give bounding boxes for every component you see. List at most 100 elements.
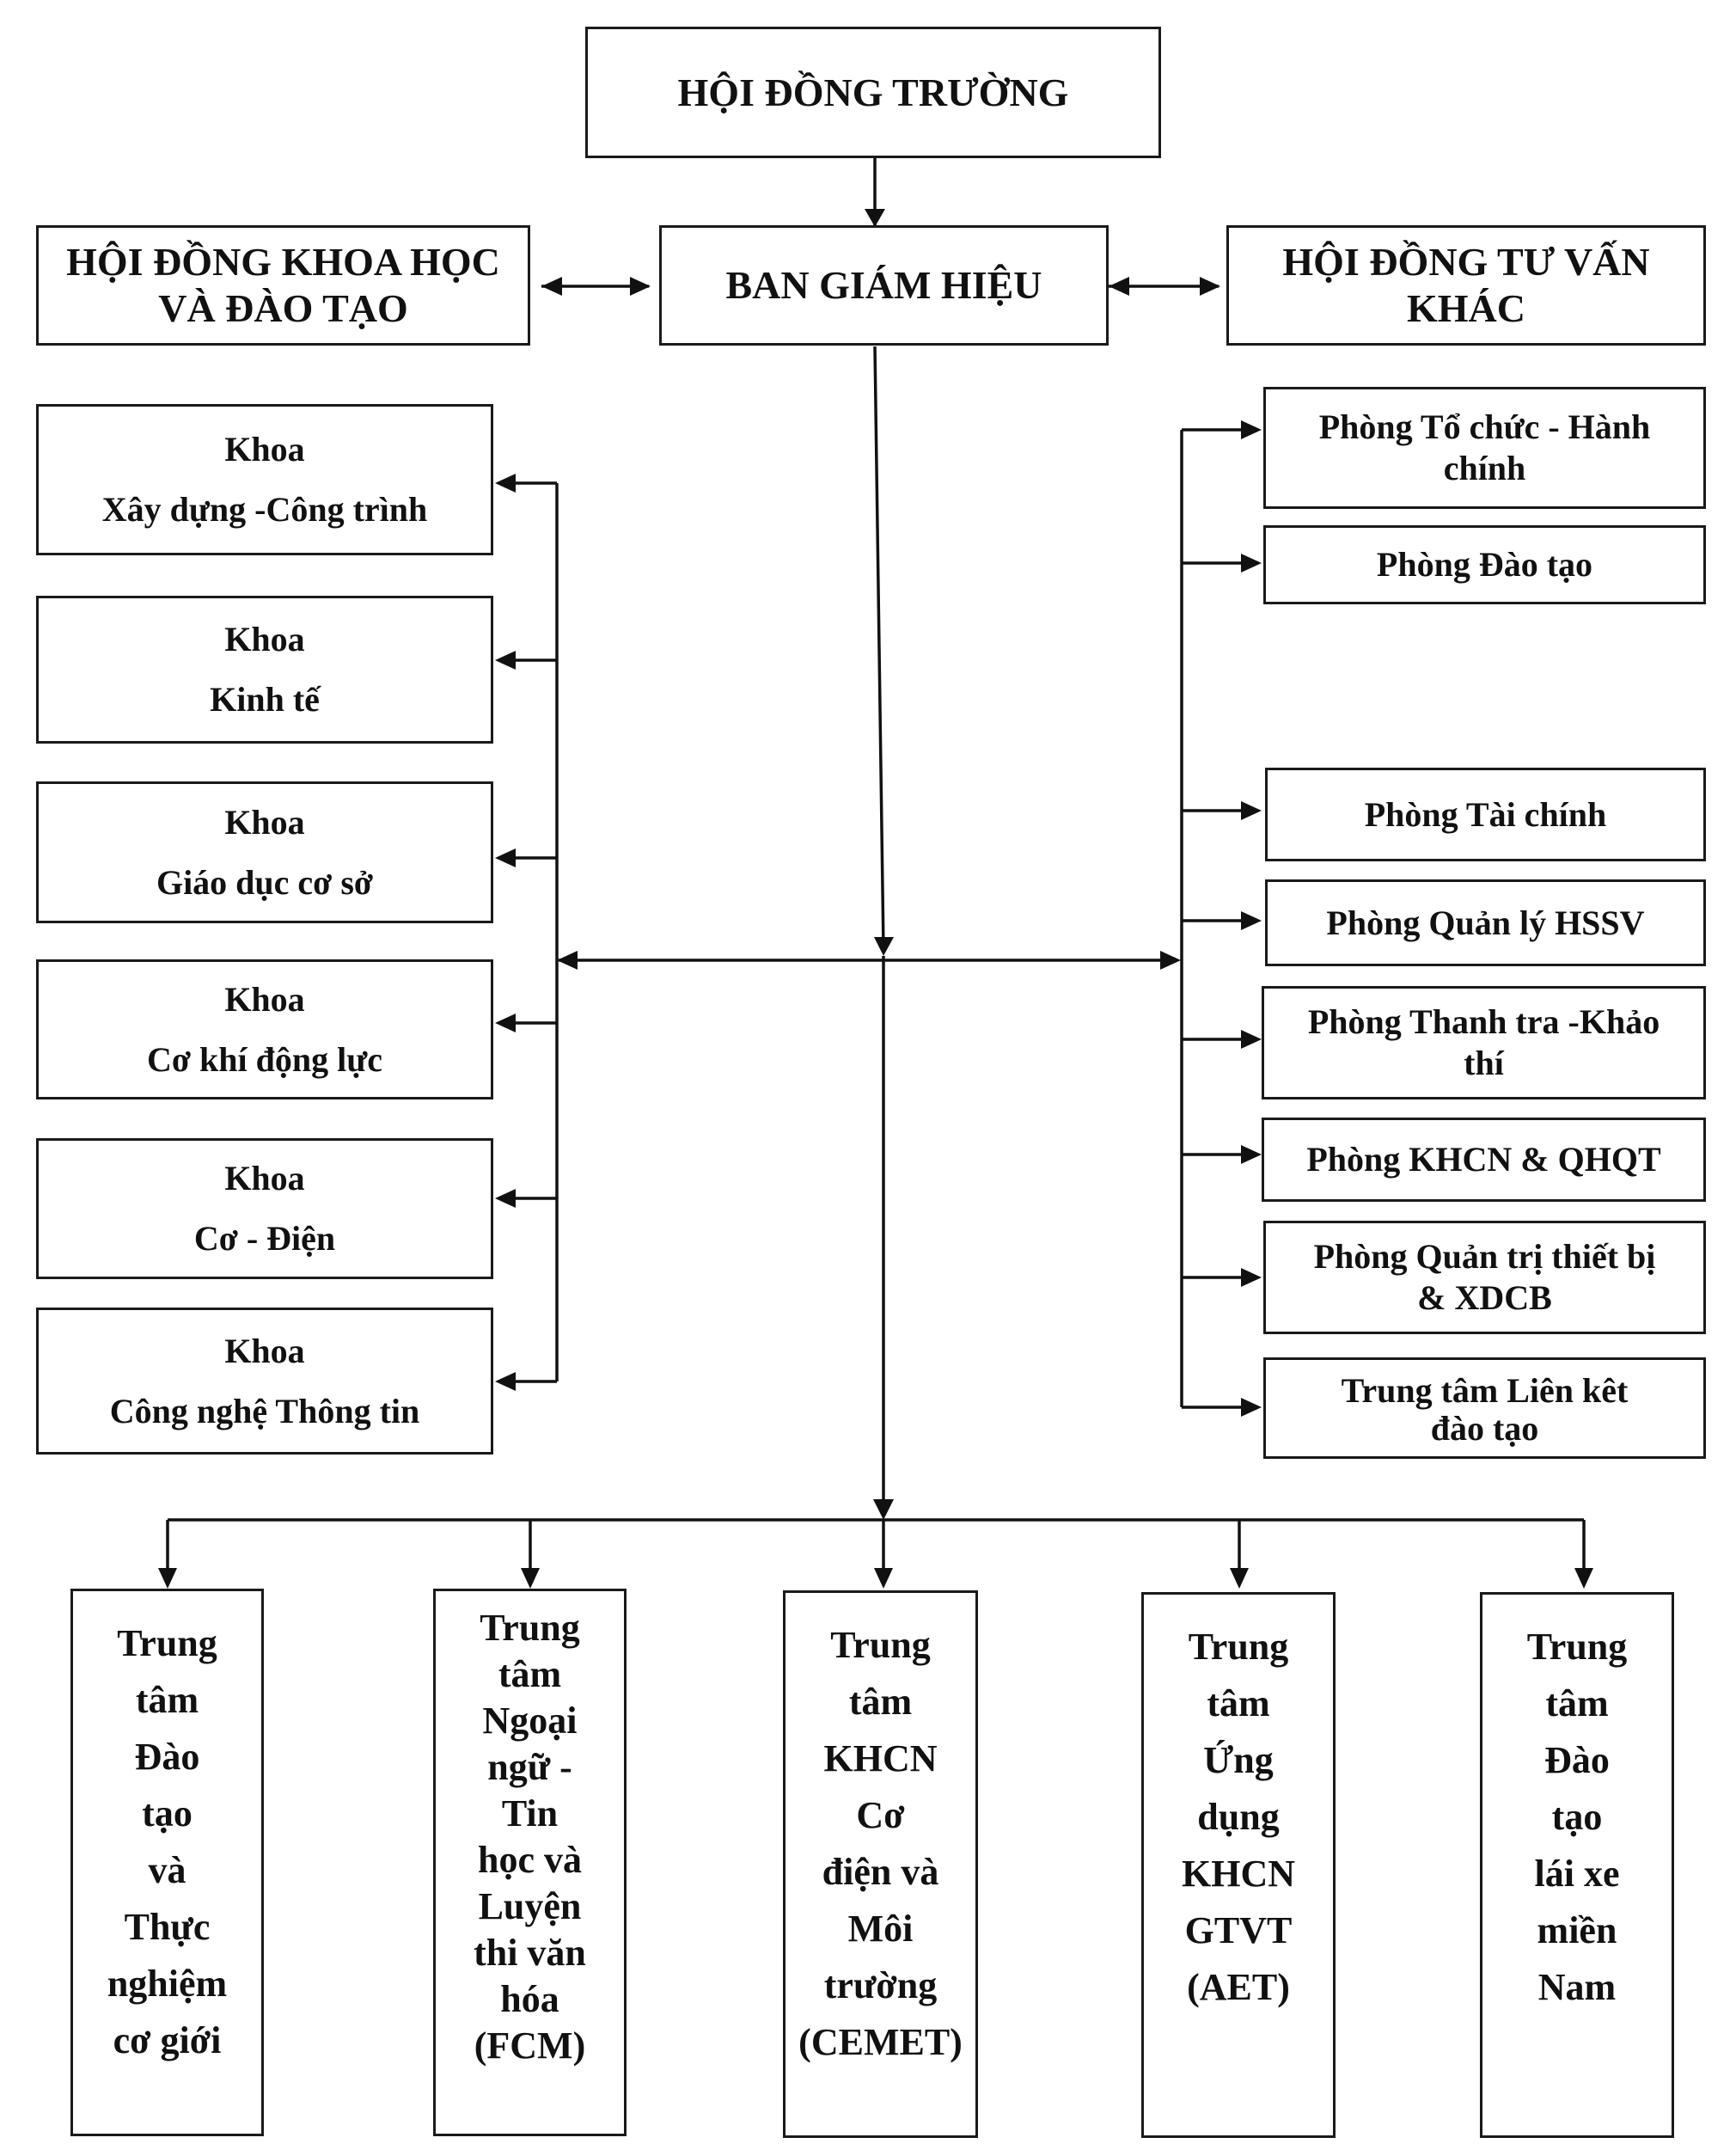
box-line: (CEMET): [798, 2021, 963, 2063]
hoi-dong-tu-van-box: HỘI ĐỒNG TƯ VẤN KHÁC: [1226, 225, 1706, 346]
khoa-box: Khoa Giáo dục cơ sở: [36, 781, 493, 923]
phong-box: Phòng Quản lý HSSV: [1265, 879, 1706, 966]
khoa-branch-arrowhead: [495, 1014, 516, 1032]
box-line: Phòng Đào tạo: [1376, 545, 1593, 584]
box-line: Đào: [1544, 1739, 1610, 1781]
box-line: tâm: [498, 1653, 562, 1695]
hoi-dong-khoa-hoc-box: HỘI ĐỒNG KHOA HỌC VÀ ĐÀO TẠO: [36, 225, 530, 346]
box-line: Trung: [1188, 1626, 1289, 1668]
box-line: Phòng Tài chính: [1364, 794, 1607, 834]
box-line: dụng: [1197, 1796, 1280, 1838]
box-line: KHÁC: [1407, 286, 1525, 330]
phong-branch-arrowhead: [1241, 801, 1262, 820]
box-line: KHCN: [1182, 1853, 1295, 1895]
box-line: Tin: [501, 1792, 559, 1834]
khoa-branch-arrowhead: [495, 651, 516, 670]
box-line: Giáo dục cơ sở: [156, 862, 374, 902]
khoa-box: Khoa Kinh tế: [36, 596, 493, 744]
box-line: tâm: [848, 1681, 913, 1723]
trung-tam-branch-arrowhead: [158, 1568, 177, 1589]
box-line: (FCM): [474, 2024, 586, 2067]
box-line: Trung: [480, 1607, 580, 1649]
phong-branch-arrowhead: [1241, 911, 1262, 930]
box-line: KHCN: [823, 1737, 938, 1779]
box-line: tạo: [1551, 1796, 1603, 1838]
khoa-box: Khoa Công nghệ Thông tin: [36, 1308, 493, 1455]
trung-tam-branch-arrowhead: [874, 1568, 893, 1589]
box-line: miền: [1537, 1909, 1617, 1951]
box-line: học và: [478, 1839, 582, 1881]
box-line: Khoa: [224, 1331, 305, 1370]
box-line: GTVT: [1184, 1909, 1293, 1951]
box-line: Xây dựng -Công trình: [101, 490, 428, 529]
box-line: HỘI ĐỒNG TƯ VẤN: [1282, 240, 1650, 284]
phong-box: Phòng Tài chính: [1265, 768, 1706, 861]
box-line: và: [148, 1849, 186, 1891]
box-line: VÀ ĐÀO TẠO: [158, 286, 408, 330]
phong-branch-arrowhead: [1241, 1030, 1262, 1049]
phong-box: Phòng Quản trị thiết bị & XDCB: [1263, 1221, 1706, 1334]
box-line: (AET): [1187, 1966, 1290, 2008]
trung-tam-branch-arrowhead: [1230, 1568, 1249, 1589]
box-line: HỘI ĐỒNG KHOA HỌC: [66, 240, 500, 284]
box-line: điện và: [822, 1851, 939, 1893]
phong-box: Phòng Tổ chức - Hành chính: [1263, 387, 1706, 509]
box-line: Thực: [124, 1906, 211, 1948]
box-line: Trung: [1526, 1626, 1628, 1668]
khoa-box: Khoa Xây dựng -Công trình: [36, 404, 493, 555]
box-line: thi văn: [474, 1932, 586, 1974]
khoa-branch-arrowhead: [495, 474, 516, 493]
box-line: tâm: [135, 1679, 199, 1721]
box-line: Khoa: [224, 979, 305, 1019]
box-line: Cơ - Điện: [193, 1219, 336, 1258]
trung-tam-box: Trung tâm KHCN Cơ điện và Môi trường (CE…: [783, 1590, 978, 2138]
box-line: tâm: [1545, 1682, 1609, 1724]
box-line: Cơ khí động lực: [146, 1039, 382, 1079]
phong-box: Phòng Đào tạo: [1263, 525, 1706, 604]
main-trunk-upper: [873, 346, 885, 951]
khoa-box: Khoa Cơ khí động lực: [36, 959, 493, 1099]
box-line: HỘI ĐỒNG TRƯỜNG: [677, 70, 1069, 114]
phong-branch-arrowhead: [1241, 554, 1262, 573]
box-line: Nam: [1537, 1966, 1617, 2008]
trung-tam-box: Trung tâm Ngoại ngữ - Tin học và Luyện t…: [433, 1589, 627, 2136]
phong-branch-arrowhead: [1241, 1398, 1262, 1417]
box-line: Trung: [117, 1622, 217, 1664]
trung-tam-branch-arrowhead: [1574, 1568, 1593, 1589]
box-line: lái xe: [1534, 1853, 1620, 1895]
box-line: Kinh tế: [210, 680, 320, 719]
phong-branch-arrowhead: [1241, 1145, 1262, 1164]
ban-giam-hieu-box: BAN GIÁM HIỆU: [659, 225, 1109, 346]
box-line: Đào: [134, 1736, 200, 1778]
phong-branch-arrowhead: [1241, 420, 1262, 439]
box-line: Phòng KHCN & QHQT: [1306, 1140, 1661, 1179]
box-line: hóa: [500, 1978, 559, 2020]
box-line: Phòng Quản lý HSSV: [1326, 903, 1645, 942]
box-line: Khoa: [224, 430, 305, 469]
box-line: BAN GIÁM HIỆU: [725, 263, 1042, 307]
khoa-branch-arrowhead: [495, 848, 516, 867]
box-line: ngữ -: [487, 1746, 572, 1788]
box-line: Trung tâm Liên kêt: [1341, 1371, 1629, 1410]
box-line: Cơ: [856, 1794, 905, 1836]
box-line: trường: [823, 1964, 938, 2006]
khoa-box: Khoa Cơ - Điện: [36, 1138, 493, 1279]
phong-box: Phòng KHCN & QHQT: [1262, 1118, 1706, 1202]
box-line: Ứng: [1203, 1739, 1274, 1781]
box-line: nghiệm: [107, 1963, 228, 2005]
box-line: Khoa: [224, 620, 305, 658]
box-line: cơ giới: [113, 2019, 222, 2061]
trung-tam-box: Trung tâm Đào tạo lái xe miền Nam: [1480, 1592, 1674, 2138]
trung-tam-box: Trung tâm Đào tạo và Thực nghiệm cơ giới: [70, 1589, 264, 2136]
trung-tam-branch-arrowhead: [521, 1568, 540, 1589]
phong-box: Phòng Thanh tra -Khảo thí: [1262, 986, 1706, 1099]
trung-tam-box: Trung tâm Ứng dụng KHCN GTVT (AET): [1141, 1592, 1336, 2138]
khoa-branch-arrowhead: [495, 1189, 516, 1208]
phong-box: Trung tâm Liên kêt đào tạo: [1263, 1357, 1706, 1459]
box-line: Phòng Thanh tra -Khảo: [1307, 1002, 1660, 1041]
box-line: Phòng Quản trị thiết bị: [1313, 1237, 1656, 1276]
box-line: Môi: [847, 1908, 914, 1950]
box-line: đào tạo: [1430, 1409, 1539, 1448]
arrowhead-top-bgh: [865, 209, 885, 227]
